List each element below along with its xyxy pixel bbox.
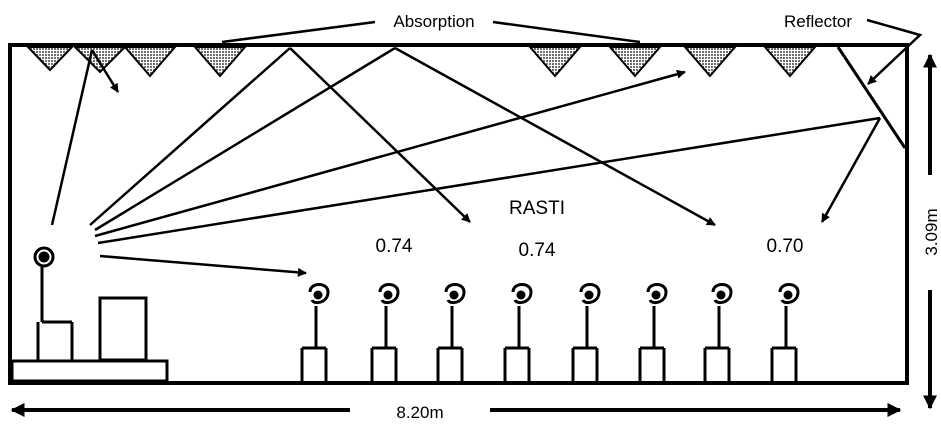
audience: [300, 283, 800, 381]
absorption-panel: [122, 46, 178, 78]
rasti-value: 0.74: [376, 236, 413, 257]
absorption-panels: [25, 46, 818, 78]
listener-figure: [503, 283, 533, 381]
listener-figure: [703, 283, 733, 381]
listener-figure: [638, 283, 668, 381]
absorption-panel: [682, 46, 738, 78]
rasti-label: RASTI: [509, 198, 565, 219]
reflector-label: Reflector: [784, 12, 852, 31]
width-label: 8.20m: [396, 403, 443, 422]
reflector-panel: [836, 46, 907, 149]
listener-figure: [370, 283, 400, 381]
listener-figure: [571, 283, 601, 381]
speaker-figure: [33, 246, 74, 360]
callout-lines: [221, 18, 923, 85]
absorption-label: Absorption: [393, 12, 474, 31]
rasti-value: 0.70: [767, 236, 804, 257]
lectern: [98, 296, 148, 362]
room-outline: [8, 43, 909, 385]
listener-figure: [770, 283, 800, 381]
absorption-panel: [72, 46, 128, 74]
stage-platform: [10, 359, 169, 383]
rasti-value: 0.74: [519, 240, 556, 261]
absorption-panel: [607, 46, 663, 78]
sound-rays: [50, 46, 882, 277]
absorption-panel: [192, 46, 248, 78]
listener-figure: [436, 283, 466, 381]
absorption-panel: [527, 46, 583, 78]
absorption-panel: [762, 46, 818, 78]
listener-figure: [300, 283, 330, 381]
height-label: 3.09m: [922, 208, 941, 255]
absorption-panel: [25, 46, 75, 72]
